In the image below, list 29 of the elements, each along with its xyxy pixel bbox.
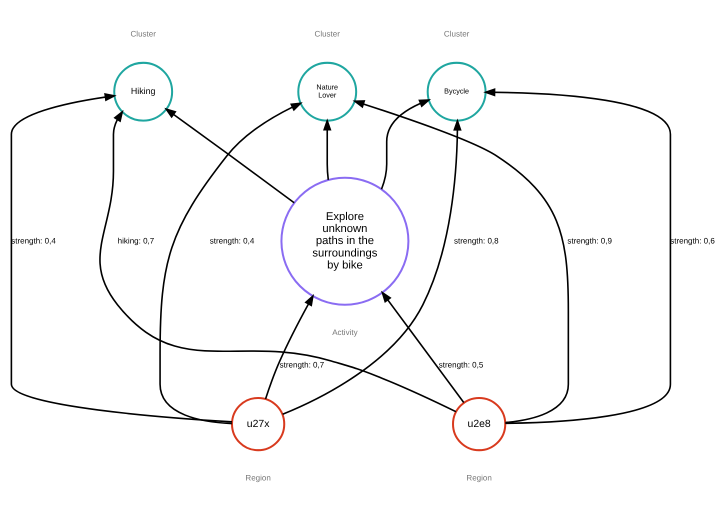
edge-label: hiking: 0,7 [118, 236, 154, 246]
arrow [264, 294, 314, 400]
arrow [99, 110, 456, 412]
node-circle: u2e8 [452, 396, 506, 452]
arrow [159, 102, 303, 424]
node-circle: Nature Lover [297, 62, 358, 122]
arrow [483, 88, 672, 424]
node-label: Cluster [314, 30, 340, 39]
node-circle: u27x [231, 396, 286, 452]
node-circle: Bycycle [426, 62, 487, 122]
arrow [10, 93, 232, 423]
arrow [164, 108, 295, 204]
edge-label: strength: 0,4 [11, 236, 56, 246]
edge-label: strength: 0,8 [454, 236, 499, 246]
node-label: Cluster [130, 30, 156, 39]
edge-label: strength: 0,7 [280, 360, 324, 370]
arrow [380, 290, 464, 403]
node-label: Region [245, 473, 271, 482]
edge-label: strength: 0,6 [670, 236, 715, 246]
node-label: Region [466, 473, 492, 482]
arrow [282, 118, 462, 416]
edge-label: strength: 0,9 [567, 236, 612, 246]
node-label: Activity [332, 328, 358, 337]
arrow [323, 118, 332, 180]
arrow [380, 99, 432, 190]
edge-label: strength: 0,4 [210, 236, 254, 246]
arrow [352, 100, 570, 424]
node-label: Cluster [444, 30, 470, 39]
edge-label: strength: 0,5 [438, 360, 484, 370]
